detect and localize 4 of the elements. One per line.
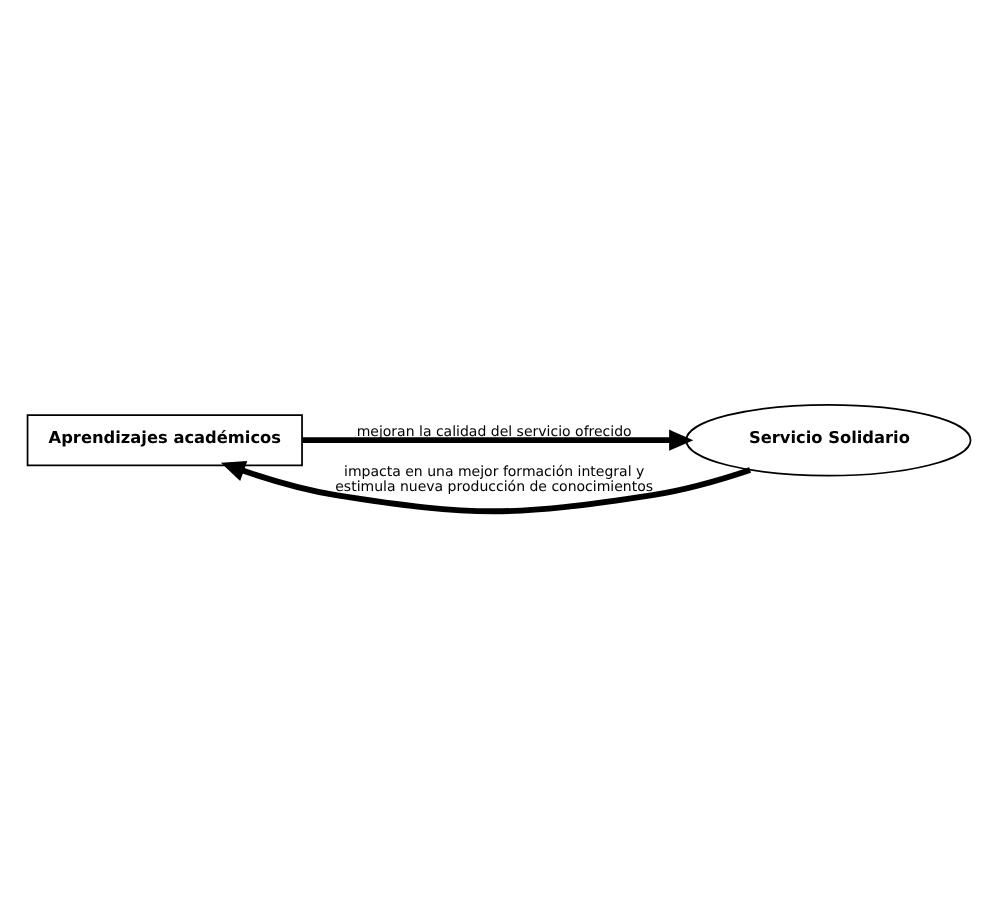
arrow bbox=[220, 460, 752, 514]
node-box: Aprendizajes académicos bbox=[26, 413, 303, 466]
arrow bbox=[302, 428, 694, 450]
node-ellipse: Servicio Solidario bbox=[685, 402, 972, 476]
